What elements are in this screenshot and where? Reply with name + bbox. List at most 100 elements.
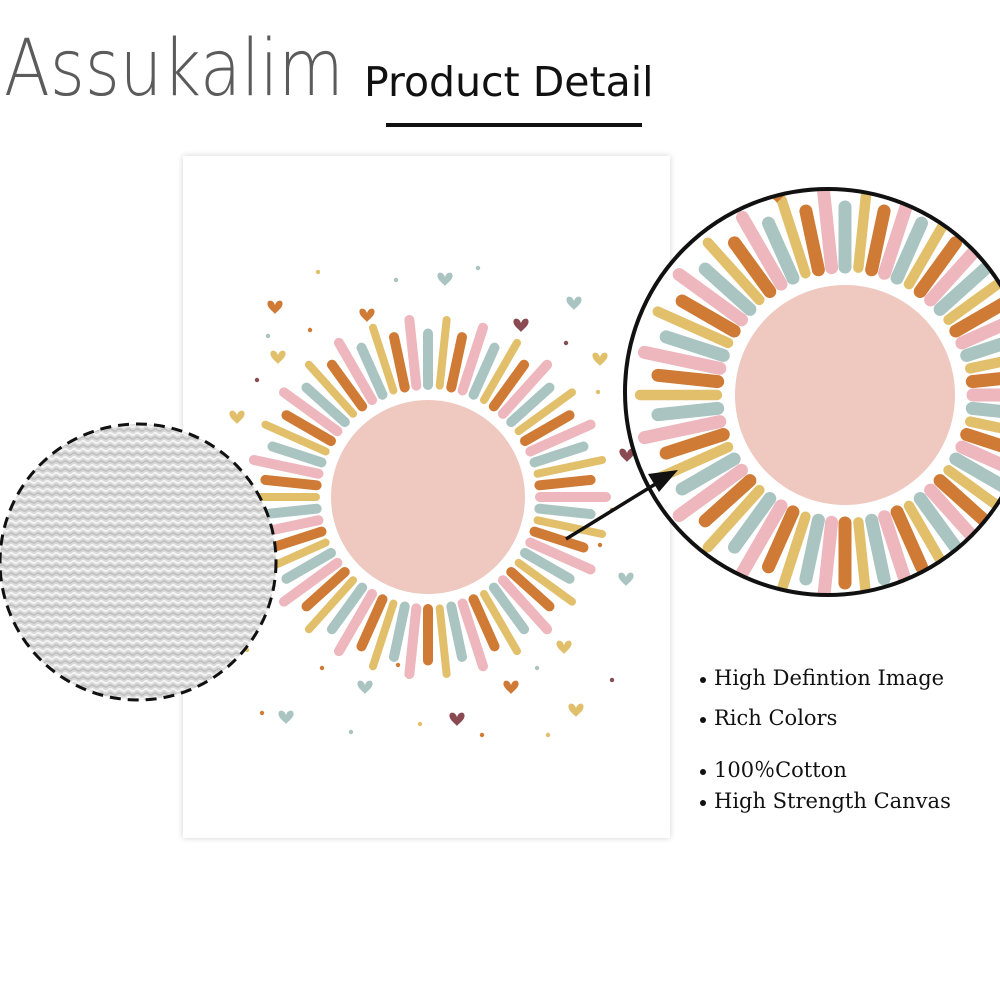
zoom-magnifier bbox=[623, 146, 1000, 621]
sun-ray bbox=[514, 388, 577, 436]
sun-ray bbox=[267, 441, 327, 468]
sun-ray bbox=[943, 269, 1000, 325]
sun-ray bbox=[955, 305, 1000, 350]
sun-center bbox=[735, 285, 955, 505]
heart-icon bbox=[619, 448, 635, 463]
sun-ray bbox=[281, 548, 337, 584]
sun-ray bbox=[326, 359, 368, 412]
sun-ray bbox=[949, 452, 1000, 496]
sun-ray bbox=[468, 594, 500, 652]
sun-ray bbox=[480, 338, 521, 405]
heart-icon bbox=[592, 352, 608, 367]
sun-ray bbox=[637, 415, 727, 445]
sun-ray bbox=[965, 347, 1000, 374]
confetti-dot bbox=[315, 269, 321, 275]
sun-ray bbox=[506, 566, 555, 612]
sun-ray bbox=[913, 236, 963, 298]
sun-ray bbox=[799, 204, 825, 277]
canvas-texture-swatch bbox=[0, 422, 278, 702]
sun-ray bbox=[659, 428, 730, 460]
sun-ray bbox=[865, 204, 891, 277]
feature-item: 100％Cotton bbox=[700, 754, 847, 784]
sun-ray bbox=[890, 216, 928, 285]
sun-ray bbox=[776, 194, 811, 279]
page-title: Product Detail bbox=[364, 58, 654, 106]
sun-ray bbox=[637, 345, 727, 375]
sun-ray bbox=[762, 216, 800, 285]
sun-ray bbox=[260, 503, 322, 520]
sun-ray bbox=[675, 294, 741, 338]
sun-ray bbox=[651, 401, 725, 422]
sun-ray bbox=[533, 455, 607, 478]
sun-ray bbox=[267, 526, 327, 553]
sun-ray bbox=[301, 566, 350, 612]
sun-ray bbox=[949, 294, 1000, 338]
sun-ray bbox=[519, 410, 575, 446]
sun-ray bbox=[446, 601, 467, 662]
sun-ray bbox=[776, 511, 811, 595]
sun-ray bbox=[435, 315, 451, 390]
confetti-dot bbox=[395, 662, 401, 668]
sun-ray bbox=[762, 505, 800, 574]
confetti-dot bbox=[597, 542, 603, 548]
sun-ray bbox=[356, 594, 388, 652]
sun-ray bbox=[903, 212, 953, 290]
sun-ray bbox=[497, 359, 553, 419]
sun-ray bbox=[853, 517, 872, 595]
sun-ray bbox=[878, 193, 915, 280]
sun-ray bbox=[965, 416, 1000, 443]
sun-ray bbox=[525, 419, 596, 457]
sun-ray bbox=[534, 503, 596, 520]
heart-icon bbox=[568, 703, 584, 718]
sun-ray bbox=[389, 601, 410, 662]
title-underline bbox=[386, 123, 642, 127]
sun-ray bbox=[514, 558, 577, 606]
sun-ray bbox=[368, 599, 398, 671]
sun-ray bbox=[356, 342, 388, 400]
heart-icon bbox=[766, 603, 784, 619]
sun-ray bbox=[389, 332, 410, 393]
sun-ray bbox=[675, 452, 741, 496]
sun-ray bbox=[960, 428, 1000, 460]
confetti-dot bbox=[981, 243, 987, 249]
heart-icon bbox=[513, 318, 529, 333]
heart-icon bbox=[857, 146, 875, 162]
confetti-dot bbox=[910, 177, 915, 182]
heart-icon bbox=[931, 605, 949, 621]
sun-illustration bbox=[246, 314, 611, 680]
sun-ray bbox=[261, 420, 330, 456]
sun-ray bbox=[799, 513, 825, 586]
sun-ray bbox=[534, 474, 596, 491]
sun-ray bbox=[519, 548, 575, 584]
confetti-dot bbox=[902, 163, 907, 168]
sun-ray bbox=[853, 189, 872, 273]
zoom-arrow-icon bbox=[565, 470, 678, 541]
sun-ray bbox=[334, 337, 377, 406]
feature-item: High Strength Canvas bbox=[700, 789, 951, 813]
confetti-dot bbox=[534, 665, 540, 671]
sun-ray bbox=[672, 268, 748, 327]
sun-ray bbox=[404, 603, 422, 680]
confetti-dot bbox=[265, 333, 271, 339]
sun-ray bbox=[260, 474, 322, 491]
sun-ray bbox=[698, 262, 757, 316]
sun-zoomed bbox=[634, 189, 1000, 595]
sun-ray bbox=[368, 323, 398, 395]
confetti-dot bbox=[348, 729, 354, 735]
heart-icon bbox=[449, 712, 465, 727]
sun-ray bbox=[334, 588, 377, 657]
heart-icon bbox=[270, 350, 286, 365]
sun-ray bbox=[817, 515, 839, 595]
heart-icon bbox=[556, 640, 572, 655]
sun-ray bbox=[933, 262, 992, 316]
sun-ray bbox=[488, 582, 530, 635]
sun-ray bbox=[817, 189, 839, 275]
heart-icon bbox=[566, 296, 582, 311]
sun-ray bbox=[488, 359, 530, 412]
heart-icon bbox=[940, 195, 960, 213]
sun-ray bbox=[457, 322, 489, 396]
sun-ray bbox=[525, 537, 596, 575]
confetti-hearts bbox=[229, 265, 635, 738]
sun-ray bbox=[529, 526, 589, 553]
confetti-dot bbox=[475, 265, 481, 271]
